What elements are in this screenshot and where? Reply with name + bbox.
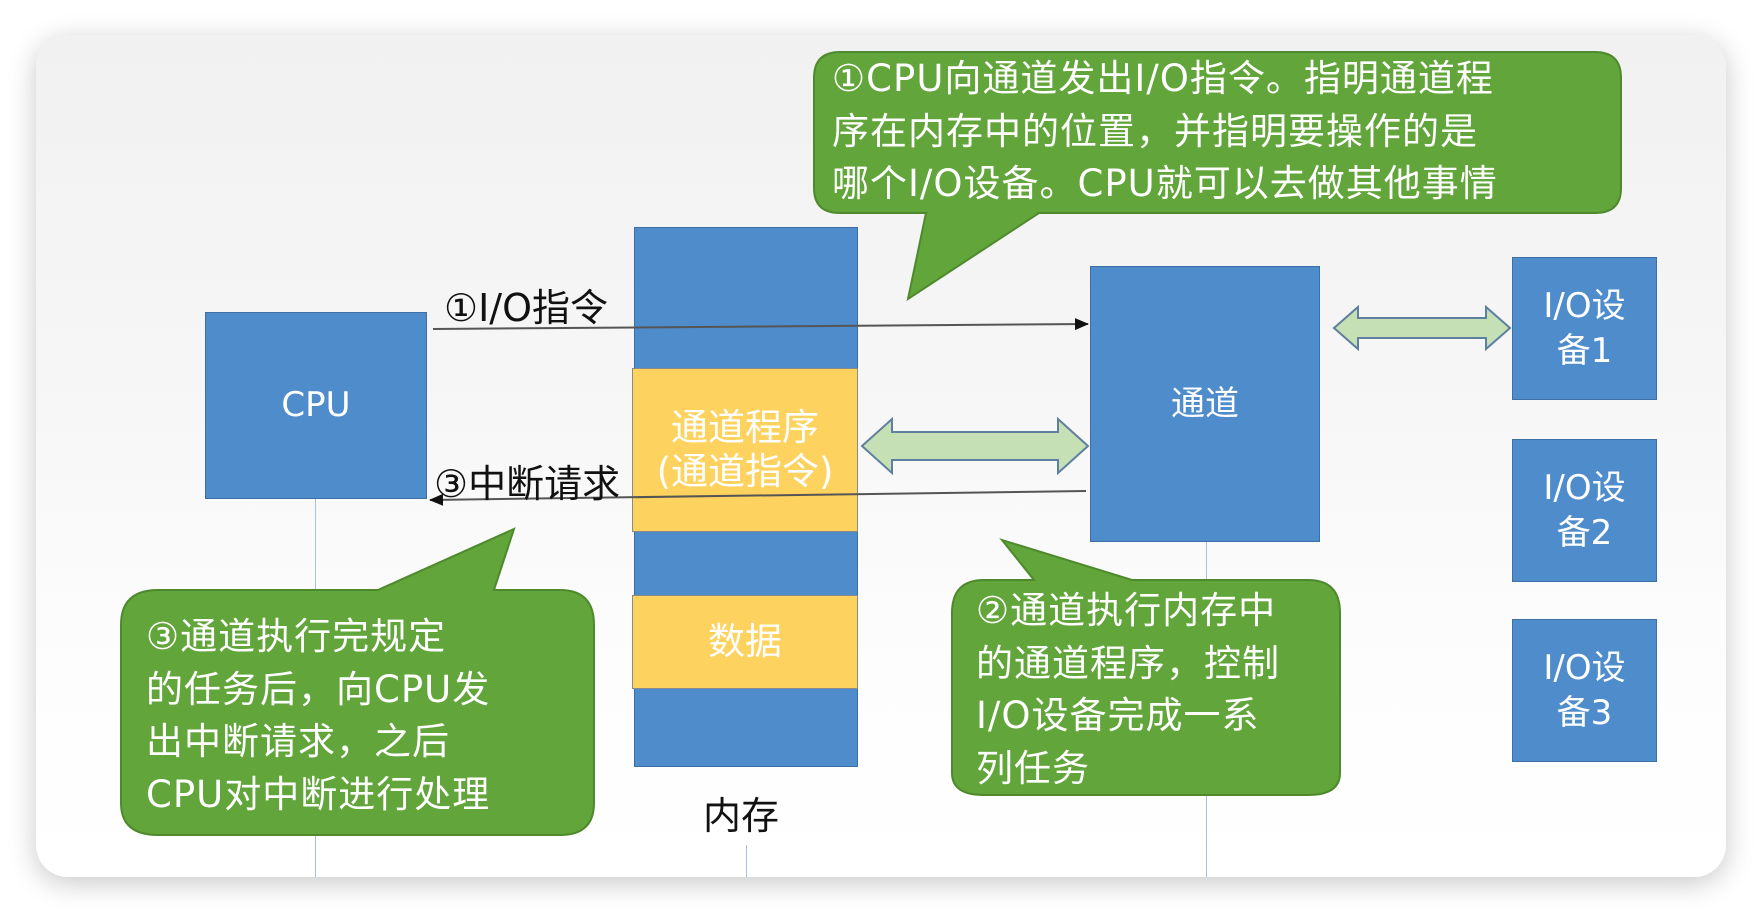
data-segment-label: 数据 [708, 619, 782, 663]
io-device-1: I/O设 备1 [1512, 257, 1657, 400]
channel-box: 通道 [1090, 266, 1320, 542]
io-device-2: I/O设 备2 [1512, 439, 1657, 582]
channel-device-bus-arrow [1332, 304, 1512, 352]
io-device-3: I/O设 备3 [1512, 619, 1657, 762]
channel-label: 通道 [1171, 383, 1239, 424]
callout-step1-bubble [813, 51, 1622, 302]
io-device-2-label: I/O设 备2 [1543, 468, 1626, 553]
memory-caption: 内存 [703, 794, 780, 838]
io-device-3-label: I/O设 备3 [1543, 648, 1626, 733]
cpu-label: CPU [281, 385, 351, 426]
cpu-box: CPU [205, 312, 427, 499]
memory-segment-data: 数据 [632, 595, 858, 689]
callout-step2-bubble [951, 538, 1341, 796]
memory-segment-channel-program: 通道程序 (通道指令) [632, 368, 858, 532]
interrupt-request-arrow [429, 490, 1087, 506]
callout-step1-text: ①CPU向通道发出I/O指令。指明通道程 序在内存中的位置，并指明要操作的是 哪… [832, 57, 1498, 206]
callout-step2-text: ②通道执行内存中 的通道程序，控制 I/O设备完成一系 列任务 [976, 589, 1280, 790]
callout-step3-bubble [120, 527, 595, 836]
callout-step3-text: ③通道执行完规定 的任务后，向CPU发 出中断请求，之后 CPU对中断进行处理 [146, 615, 491, 816]
memory-channel-bus-arrow [860, 416, 1090, 476]
connector-layer [120, 51, 1622, 836]
channel-program-label: 通道程序 (通道指令) [656, 405, 834, 493]
io-device-1-label: I/O设 备1 [1543, 286, 1626, 371]
io-instruction-label: ①I/O指令 [444, 286, 608, 330]
interrupt-request-label: ③中断请求 [434, 462, 621, 506]
slide-canvas: CPU 通道程序 (通道指令) 数据 内存 通道 I/O设 备1 I/O设 备2… [36, 35, 1726, 877]
memory-guide-line [746, 845, 747, 877]
io-instruction-arrow [432, 318, 1089, 331]
